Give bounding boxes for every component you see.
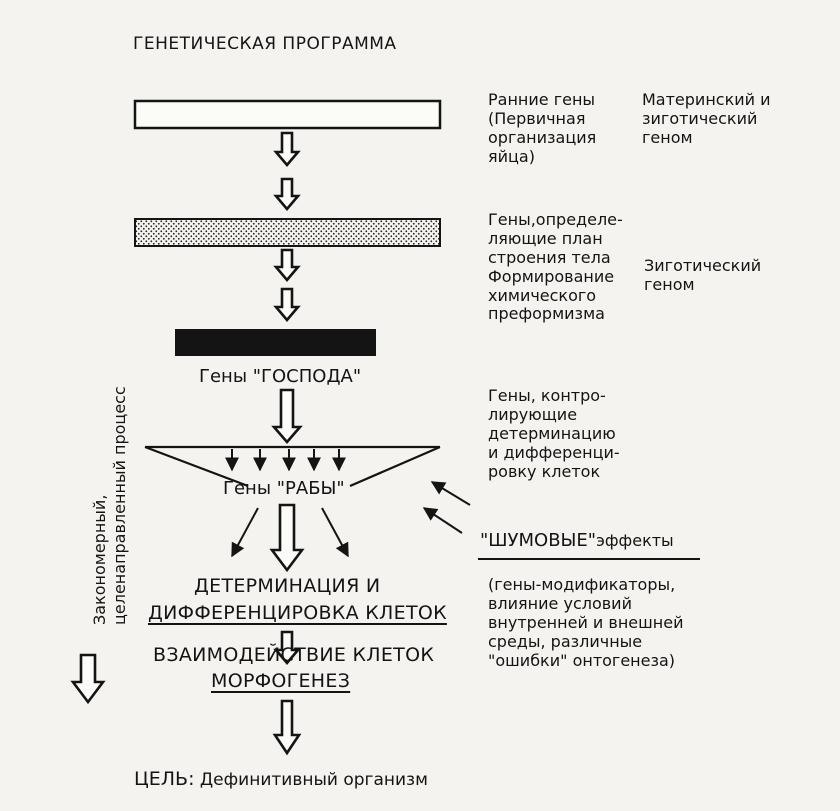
maternal-genome-label: Материнский и зиготический геном bbox=[642, 90, 771, 147]
flow-arrow-6 bbox=[269, 503, 305, 573]
body-plan-genes-label: Гены,определе- ляющие план строения тела… bbox=[488, 210, 623, 324]
fan-small-arrows bbox=[225, 449, 346, 472]
side-process-label: Закономерный, целенаправленный процесс bbox=[90, 386, 129, 625]
flow-arrow-4 bbox=[273, 287, 301, 323]
zygotic-genome-label: Зиготический геном bbox=[644, 256, 762, 294]
flow-arrow-2 bbox=[273, 177, 301, 212]
fan-triangle bbox=[144, 445, 441, 488]
determination-line-1: ДЕТЕРМИНАЦИЯ И bbox=[194, 575, 381, 597]
master-genes-label: Гены "ГОСПОДА" bbox=[199, 366, 362, 387]
right-curved-arrow bbox=[321, 507, 349, 558]
noise-arrow-lower bbox=[422, 507, 463, 534]
body-plan-genes-bar bbox=[134, 218, 441, 247]
side-process-arrow bbox=[70, 653, 106, 705]
diagram-title: ГЕНЕТИЧЕСКАЯ ПРОГРАММА bbox=[133, 34, 397, 54]
flow-arrow-7 bbox=[273, 630, 301, 666]
cell-interaction-label: ВЗАИМОДЕЙСТВИЕ КЛЕТОК bbox=[153, 644, 435, 666]
noise-effects-label: "ШУМОВЫЕ"эффекты bbox=[480, 532, 674, 550]
noise-effects-word: "ШУМОВЫЕ" bbox=[480, 530, 597, 551]
noise-details-label: (гены-модификаторы, влияние условий внут… bbox=[488, 575, 684, 670]
flow-arrow-3 bbox=[273, 248, 301, 283]
flow-arrow-8 bbox=[272, 699, 302, 756]
goal-text: Дефинитивный организм bbox=[199, 770, 428, 790]
morphogenesis-label: МОРФОГЕНЕЗ bbox=[211, 670, 351, 692]
early-genes-label: Ранние гены (Первичная организация яйца) bbox=[488, 90, 597, 166]
early-genes-bar bbox=[133, 99, 442, 130]
master-genes-bar bbox=[175, 329, 376, 356]
goal-prefix: ЦЕЛЬ: bbox=[134, 768, 195, 790]
flow-arrow-5 bbox=[271, 388, 303, 444]
goal-line: ЦЕЛЬ: Дефинитивный организм bbox=[134, 770, 428, 789]
left-curved-arrow bbox=[231, 507, 259, 558]
determination-line-2: ДИФФЕРЕНЦИРОВКА КЛЕТОК bbox=[148, 602, 447, 624]
noise-arrow-upper bbox=[430, 481, 471, 506]
control-genes-label: Гены, контро- лирующие детерминацию и ди… bbox=[488, 386, 620, 481]
flow-arrow-1 bbox=[273, 131, 301, 168]
slave-genes-label: Гены "РАБЫ" bbox=[223, 478, 345, 499]
noise-effects-tail: эффекты bbox=[596, 531, 674, 550]
